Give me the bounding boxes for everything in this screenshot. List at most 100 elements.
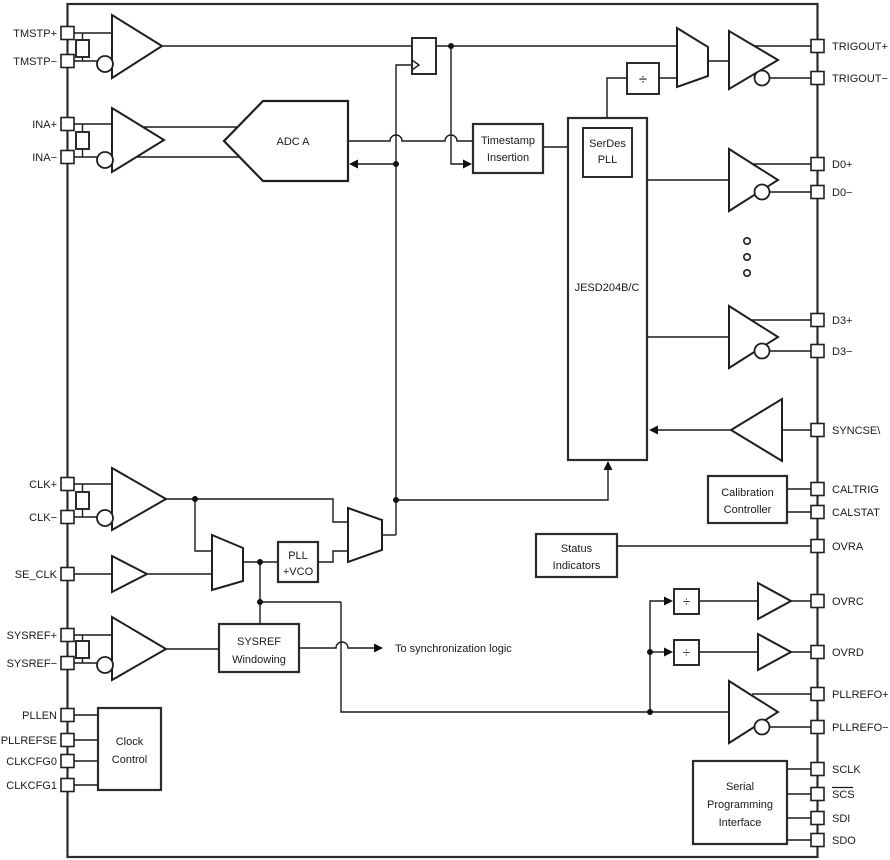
pllrefo-invert-bubble	[753, 718, 771, 736]
label-ovrc: OVRC	[832, 596, 864, 608]
trigout-mux	[676, 26, 709, 89]
label-clk-plus: CLK+	[29, 479, 57, 491]
arrowheads	[349, 159, 673, 657]
label-tmstp-plus: TMSTP+	[13, 28, 57, 40]
tmstp-input-buffer	[75, 13, 164, 80]
tmstp-invert-bubble	[96, 55, 114, 73]
clk-input-buffer	[75, 466, 169, 532]
clk-term-resistor	[75, 491, 90, 510]
calibration-controller-block: Calibration Controller	[706, 474, 789, 525]
label-tmstp-minus: TMSTP−	[13, 56, 57, 68]
left-pin-squares	[60, 25, 75, 793]
label-pllrefo-minus: PLLREFO−	[832, 722, 889, 734]
pin-sdo	[810, 832, 825, 848]
d3-invert-bubble	[753, 342, 771, 360]
jesd204-block: JESD204B/C SerDes PLL	[566, 116, 649, 462]
pin-pllrefo-minus	[810, 719, 825, 735]
label-calstat: CALSTAT	[832, 507, 880, 519]
pin-clk-minus	[60, 509, 75, 525]
pin-ovra	[810, 538, 825, 554]
pin-scs	[810, 786, 825, 802]
pin-sysref-plus	[60, 627, 75, 643]
trigout-divider: ÷	[626, 62, 660, 95]
timestamp-insertion-line2: Insertion	[487, 152, 529, 164]
pllrefo-output-buffer	[728, 679, 780, 745]
spi-line1: Serial	[726, 781, 754, 793]
label-clkcfg1: CLKCFG1	[6, 780, 57, 792]
serdes-pll-box	[582, 127, 633, 178]
clock-control-block: Clock Control	[96, 706, 163, 792]
ina-input-buffer	[75, 106, 166, 174]
label-ina-plus: INA+	[32, 119, 57, 131]
pin-ovrd	[810, 644, 825, 660]
label-sysref-minus: SYSREF−	[7, 658, 57, 670]
status-indicators-block: Status Indicators	[534, 532, 619, 579]
pin-sclk	[810, 761, 825, 777]
pin-se-clk	[60, 566, 75, 582]
trigout-invert-bubble	[753, 69, 771, 87]
clk-invert-bubble	[96, 509, 114, 527]
adc-a-label: ADC A	[276, 136, 310, 148]
pin-caltrig	[810, 481, 825, 497]
ovrc-divider: ÷	[673, 588, 700, 615]
label-d3-minus: D3−	[832, 346, 853, 358]
ovrd-divider: ÷	[673, 639, 700, 666]
ovrc-output-buffer	[757, 581, 794, 621]
pin-pllen	[60, 707, 75, 723]
pll-vco-line2: +VCO	[283, 566, 314, 578]
status-line1: Status	[561, 543, 593, 555]
pin-d0-plus	[810, 156, 825, 172]
right-pin-labels: TRIGOUT+ TRIGOUT− D0+ D0− D3+ D3− SYNCSE…	[832, 41, 889, 847]
pin-ina-plus	[60, 116, 75, 132]
pll-vco-block: PLL +VCO	[276, 540, 320, 584]
pin-sdi	[810, 810, 825, 826]
trigout-output-buffer	[728, 29, 780, 91]
pin-ina-minus	[60, 149, 75, 165]
pin-ovrc	[810, 593, 825, 609]
sysref-windowing-line1: SYSREF	[237, 636, 281, 648]
timestamp-insertion-block: Timestamp Insertion	[471, 122, 545, 175]
adc-a-block: ADC A	[222, 99, 350, 183]
label-ovrd: OVRD	[832, 647, 864, 659]
pin-tmstp-plus	[60, 25, 75, 41]
calibration-line2: Controller	[724, 504, 772, 516]
label-sdi: SDI	[832, 813, 850, 825]
serdes-pll-line2: PLL	[598, 154, 618, 166]
label-trigout-minus: TRIGOUT−	[832, 73, 888, 85]
timestamp-insertion-line1: Timestamp	[481, 135, 535, 147]
trigout-divider-symbol: ÷	[639, 71, 647, 88]
lane-ellipsis	[742, 237, 751, 277]
sysref-invert-bubble	[96, 656, 114, 674]
clock-control-line1: Clock	[116, 736, 144, 748]
label-clkcfg0: CLKCFG0	[6, 756, 57, 768]
junction-dots	[192, 43, 653, 715]
pin-trigout-plus	[810, 38, 825, 54]
tmstp-term-resistor	[75, 39, 90, 58]
syncse-receiver-buffer	[729, 397, 783, 463]
sync-note: To synchronization logic	[395, 643, 512, 655]
pin-clkcfg1	[60, 777, 75, 793]
d3-output-buffer	[728, 304, 780, 370]
sysref-windowing-block: SYSREF Windowing	[217, 622, 301, 674]
pin-d3-minus	[810, 343, 825, 359]
label-d0-plus: D0+	[832, 159, 853, 171]
left-pin-labels: TMSTP+ TMSTP− INA+ INA− CLK+ CLK− SE_CLK…	[1, 28, 58, 792]
ina-term-resistor	[75, 131, 90, 150]
label-sclk: SCLK	[832, 764, 861, 776]
serdes-pll-line1: SerDes	[589, 138, 626, 150]
label-se-clk: SE_CLK	[15, 569, 58, 581]
sysref-term-resistor	[75, 640, 90, 659]
ovrc-divider-symbol: ÷	[683, 594, 690, 609]
label-caltrig: CALTRIG	[832, 484, 879, 496]
ovrd-divider-symbol: ÷	[683, 645, 690, 660]
label-d0-minus: D0−	[832, 187, 853, 199]
spi-block: Serial Programming Interface	[691, 759, 789, 846]
sysref-windowing-line2: Windowing	[232, 654, 286, 666]
pll-reference-mux	[211, 533, 244, 592]
pin-trigout-minus	[810, 70, 825, 86]
d0-invert-bubble	[753, 183, 771, 201]
seclk-input-buffer	[111, 554, 150, 594]
label-pllrefo-plus: PLLREFO+	[832, 689, 889, 701]
clock-control-line2: Control	[112, 754, 147, 766]
